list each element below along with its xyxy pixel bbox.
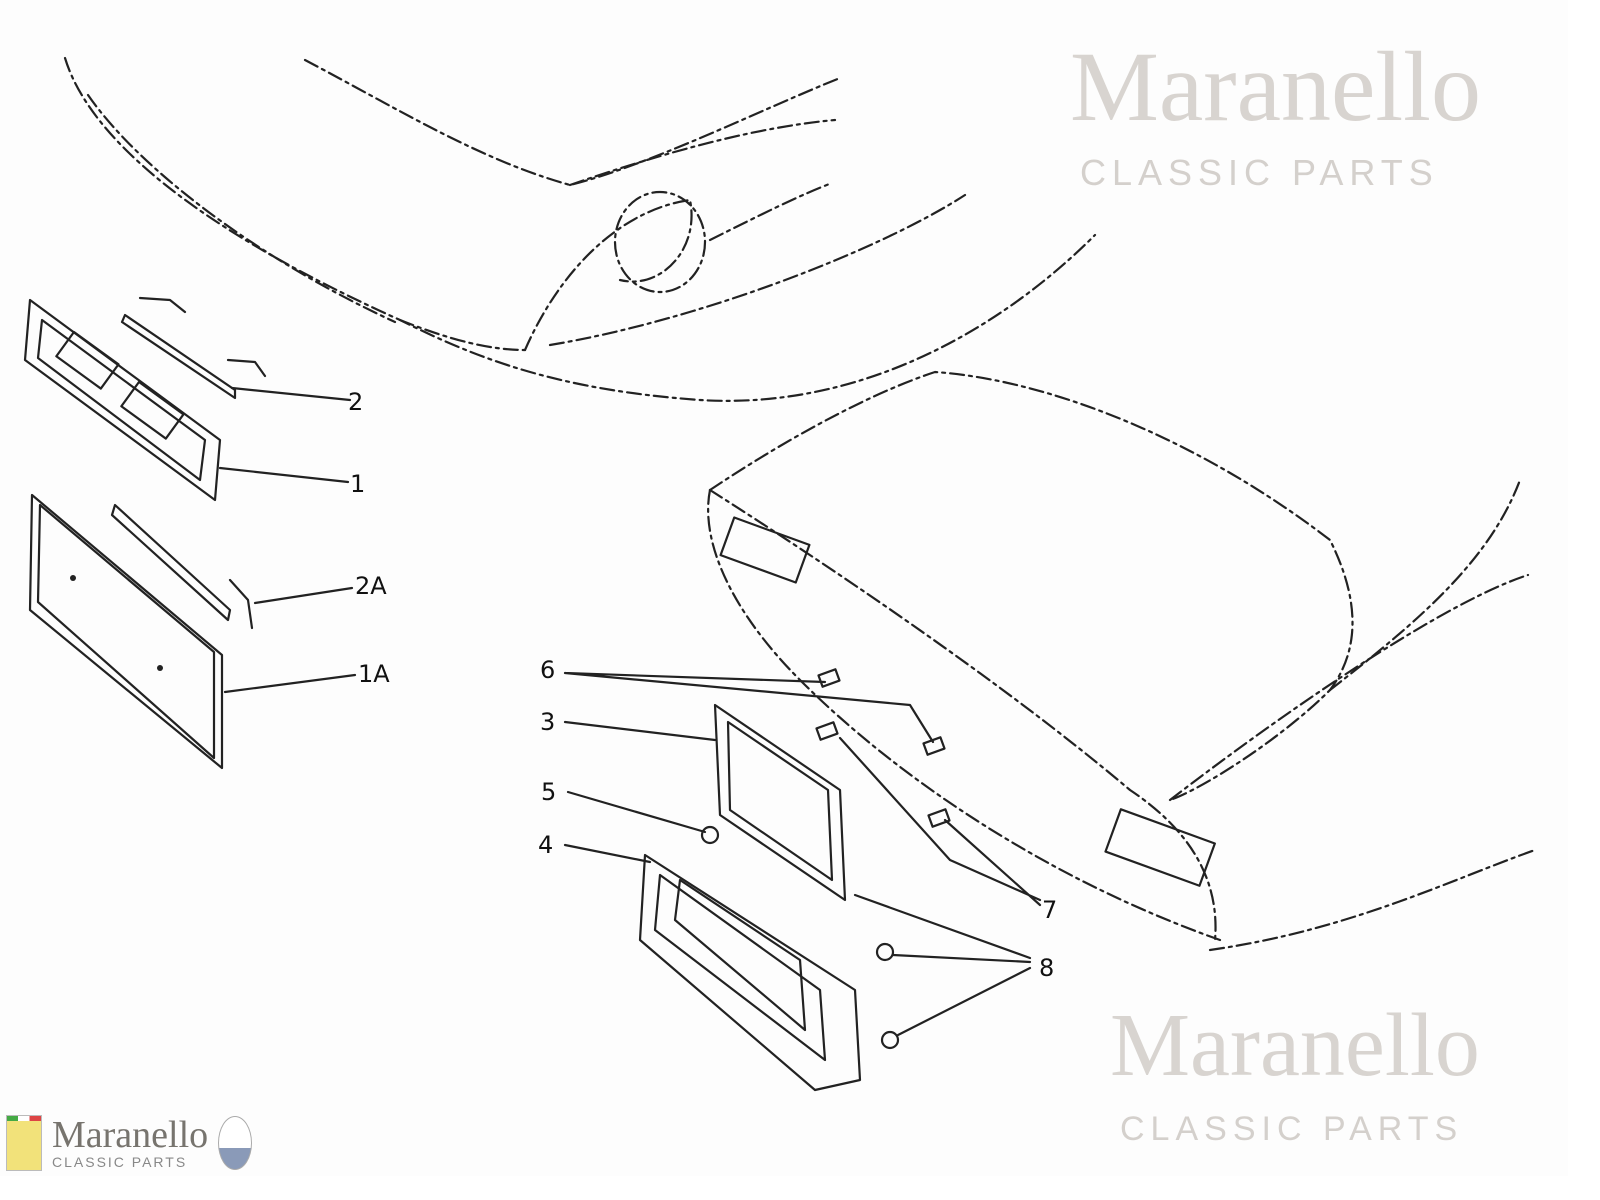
callout-labels: 2 1 2A 1A 6 3 5 4 7 8 xyxy=(348,388,1057,982)
callout-6: 6 xyxy=(540,656,555,684)
watermark-subtext: CLASSIC PARTS xyxy=(1080,152,1439,193)
diagram-canvas: Maranello CLASSIC PARTS Maranello CLASSI… xyxy=(23,31,1537,1148)
leader-lines xyxy=(218,386,1042,1037)
part-7-spacers xyxy=(815,721,951,828)
parts-diagram: Maranello CLASSIC PARTS Maranello CLASSI… xyxy=(6,31,1537,1172)
part-2a-bracket xyxy=(110,503,254,630)
part-8-nuts xyxy=(875,942,900,1050)
maranello-logo: Maranello CLASSIC PARTS xyxy=(6,1114,253,1172)
part-3-lamp-frame xyxy=(713,703,847,902)
maserati-trident-icon xyxy=(218,1116,253,1170)
callout-8: 8 xyxy=(1039,954,1054,982)
callout-1: 1 xyxy=(350,470,365,498)
part-4-gasket xyxy=(638,853,862,1092)
part-5-grommet xyxy=(700,825,720,845)
logo-subtitle: CLASSIC PARTS xyxy=(52,1154,188,1170)
callout-5: 5 xyxy=(541,778,556,806)
watermark-subtext: CLASSIC PARTS xyxy=(1120,1110,1463,1148)
logo-brand: Maranello xyxy=(52,1114,209,1156)
callout-2: 2 xyxy=(348,388,363,416)
callout-2a: 2A xyxy=(355,572,387,600)
callout-3: 3 xyxy=(540,708,555,736)
car-front-outline xyxy=(63,56,1097,402)
car-rear-outline xyxy=(707,370,1537,952)
callout-4: 4 xyxy=(538,831,553,859)
watermark-text: Maranello xyxy=(1110,996,1480,1095)
watermark: Maranello CLASSIC PARTS Maranello CLASSI… xyxy=(1070,31,1481,1148)
part-1-lamp-housing xyxy=(23,298,222,502)
part-1a-plate xyxy=(28,493,224,770)
ferrari-shield-icon xyxy=(6,1115,42,1171)
watermark-text: Maranello xyxy=(1070,31,1481,142)
callout-1a: 1A xyxy=(358,660,390,688)
part-2-bracket xyxy=(120,296,267,400)
callout-7: 7 xyxy=(1042,896,1057,924)
part-6-spacers xyxy=(817,668,946,756)
